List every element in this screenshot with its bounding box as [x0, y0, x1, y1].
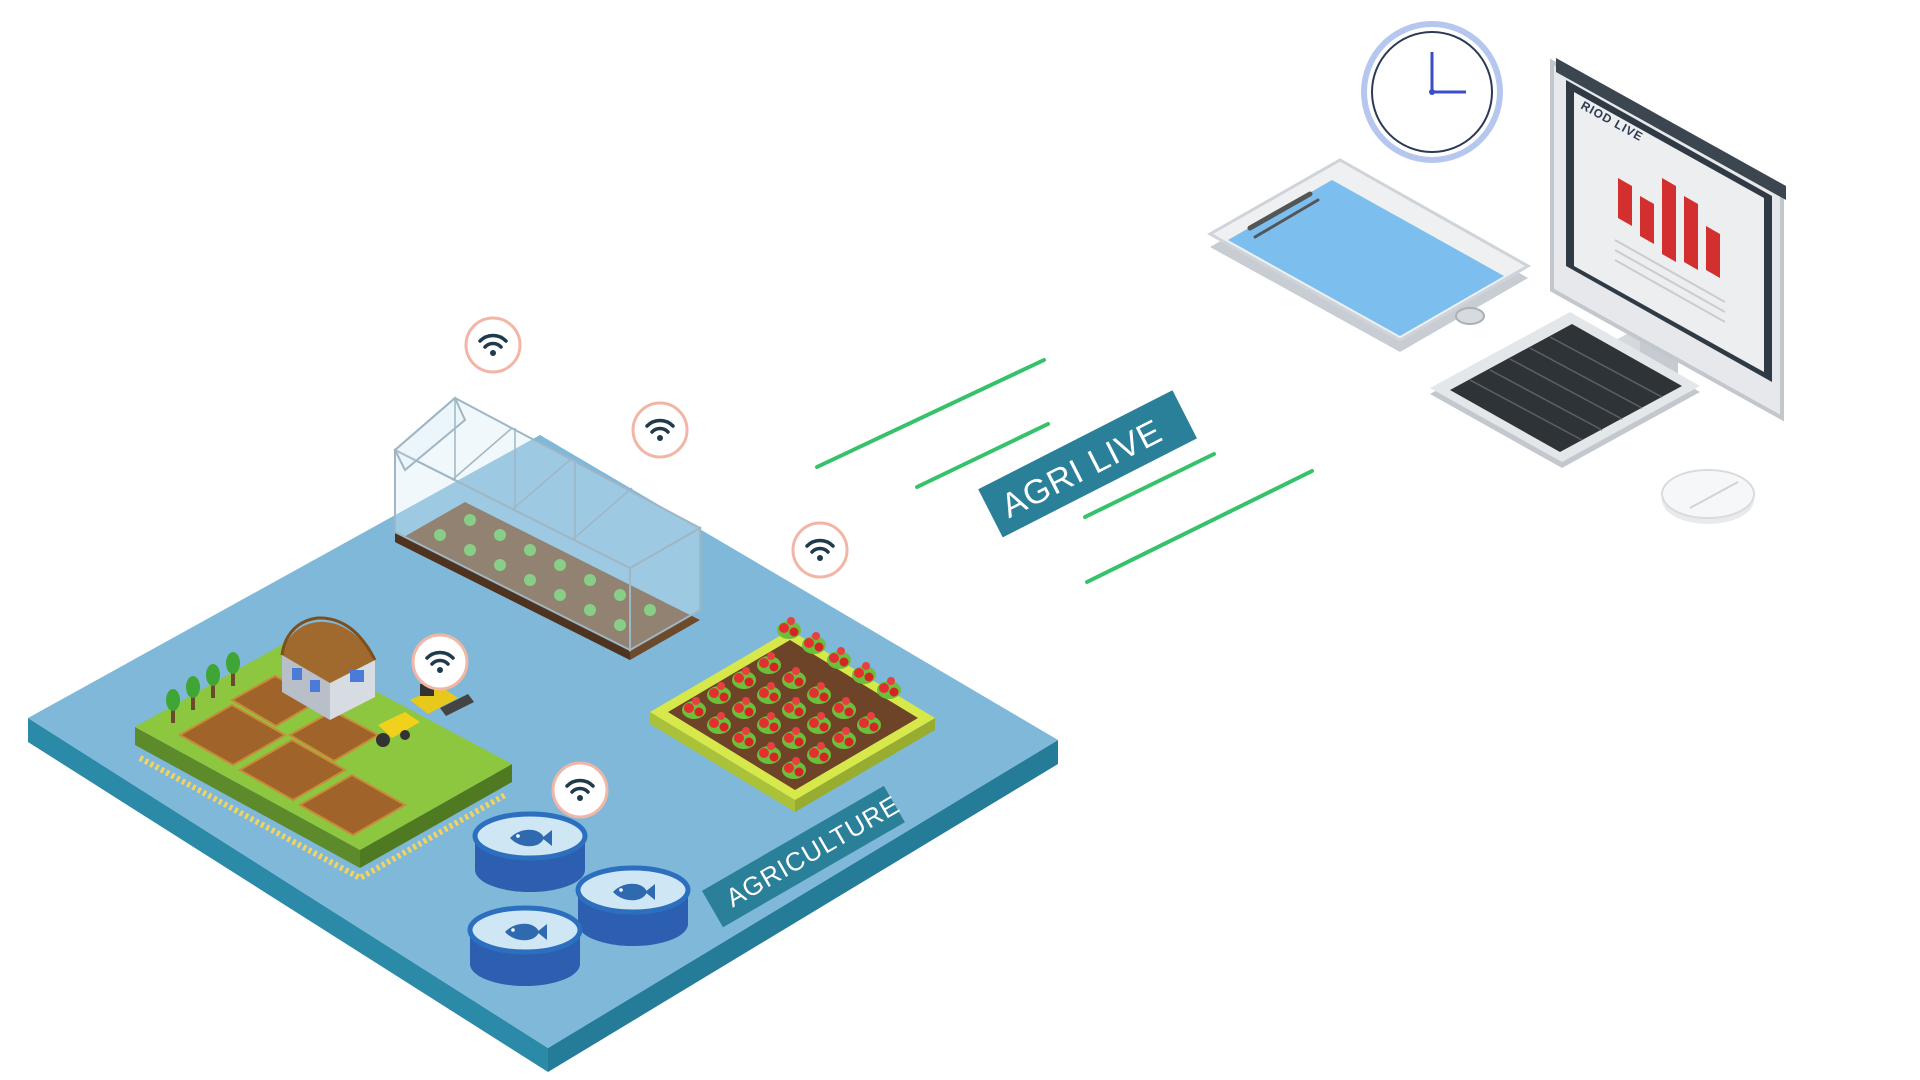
greenhouse-plants: [434, 514, 656, 631]
fish-pond: [472, 811, 588, 892]
fish-pond: [575, 865, 691, 946]
agriculture-platform: [28, 435, 1058, 1072]
tractors: [376, 684, 474, 747]
wifi-icon: [551, 761, 609, 819]
wifi-icon: [791, 521, 849, 579]
tablet-icon: [1206, 158, 1532, 352]
wifi-icon: [411, 633, 469, 691]
fish-ponds: [467, 811, 691, 986]
barn: [280, 616, 377, 720]
monitor-icon: RIOD LIVE: [1550, 58, 1786, 422]
greenhouse: [393, 396, 703, 660]
signal-lines: [815, 358, 1314, 584]
crop-field: [135, 616, 512, 882]
fish-pond: [467, 905, 583, 986]
wifi-icon: [464, 316, 522, 374]
monitor-chart-bars: [1618, 178, 1720, 278]
clock-icon: [1361, 21, 1503, 163]
trees: [166, 652, 240, 723]
mouse-icon: [1661, 469, 1755, 524]
wifi-icon: [631, 401, 689, 459]
keyboard-icon: [1430, 312, 1700, 468]
tomato-field: [650, 617, 935, 812]
